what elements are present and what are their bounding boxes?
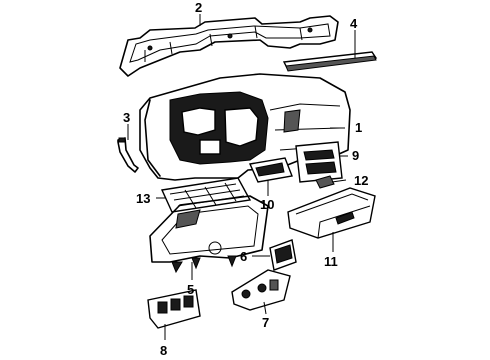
part-lower-trim-panel [160, 177, 252, 213]
callout-1: 1 [355, 120, 362, 135]
callout-5: 5 [187, 282, 194, 297]
callout-11: 11 [324, 254, 338, 269]
callout-12: 12 [354, 173, 368, 188]
part-switch-panel [147, 289, 201, 329]
callout-8: 8 [160, 343, 167, 358]
part-side-vent [269, 239, 297, 271]
callout-2: 2 [195, 0, 202, 15]
part-switch-module [248, 157, 293, 183]
callout-labels: 2 4 3 1 9 13 10 12 11 6 5 7 8 [123, 0, 368, 358]
part-dash-frame [119, 15, 339, 77]
part-vent-bezel [295, 141, 343, 183]
part-instrument-panel [139, 73, 351, 181]
callout-3: 3 [123, 110, 130, 125]
part-cluster-bezel [149, 195, 269, 274]
callout-6: 6 [240, 249, 247, 264]
callout-4: 4 [350, 16, 358, 31]
part-bracket [117, 137, 139, 173]
callout-10: 10 [260, 197, 274, 212]
leader-lines [127, 14, 356, 340]
part-control-panel [231, 269, 291, 311]
callout-7: 7 [262, 315, 269, 330]
callout-9: 9 [352, 148, 359, 163]
part-clip [315, 175, 335, 189]
callout-13: 13 [136, 191, 150, 206]
part-defroster-strip [282, 51, 378, 72]
part-glove-box [287, 187, 376, 239]
